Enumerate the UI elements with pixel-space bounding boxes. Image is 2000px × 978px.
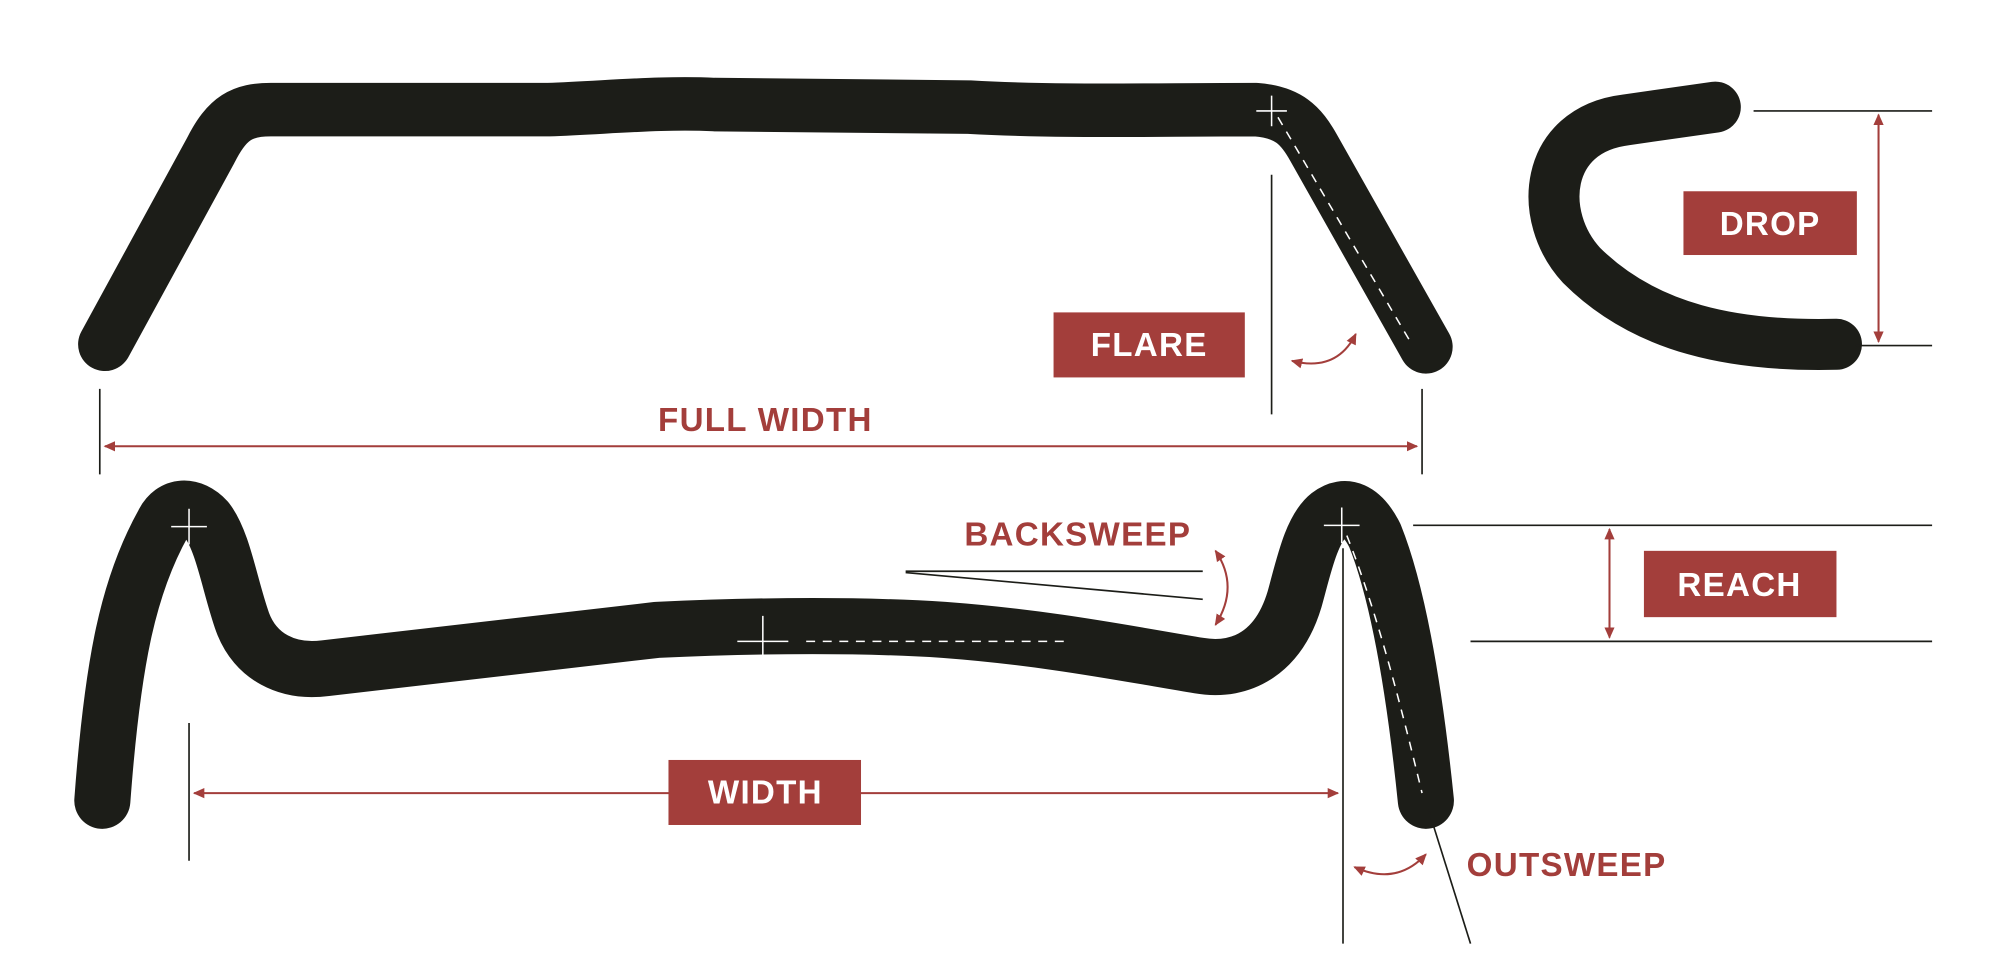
drop-label: DROP [1720,206,1821,243]
crosshair-icon [1256,95,1287,127]
flare-label: FLARE [1091,327,1208,364]
reach-label: REACH [1677,567,1801,604]
backsweep-label: BACKSWEEP [964,517,1191,554]
handlebar-front-view [78,77,1453,374]
handlebar-side-view [1528,81,1862,371]
full-width-label: FULL WIDTH [658,402,873,439]
width-label: WIDTH [708,775,823,812]
width-dimension: WIDTH [188,548,1344,944]
drop-dimension: DROP [1683,110,1933,347]
flare-dimension: FLARE [1053,174,1357,415]
crosshair-icon [171,508,207,545]
reach-dimension: REACH [1413,524,1933,643]
crosshair-icon [1323,507,1360,544]
outsweep-dimension: OUTSWEEP [1353,809,1667,944]
full-width-dimension: FULL WIDTH [98,388,1423,475]
backsweep-dimension: BACKSWEEP [905,517,1229,626]
handlebar-top-view [74,480,1454,829]
crosshair-icon [737,615,789,667]
outsweep-label: OUTSWEEP [1467,847,1667,884]
